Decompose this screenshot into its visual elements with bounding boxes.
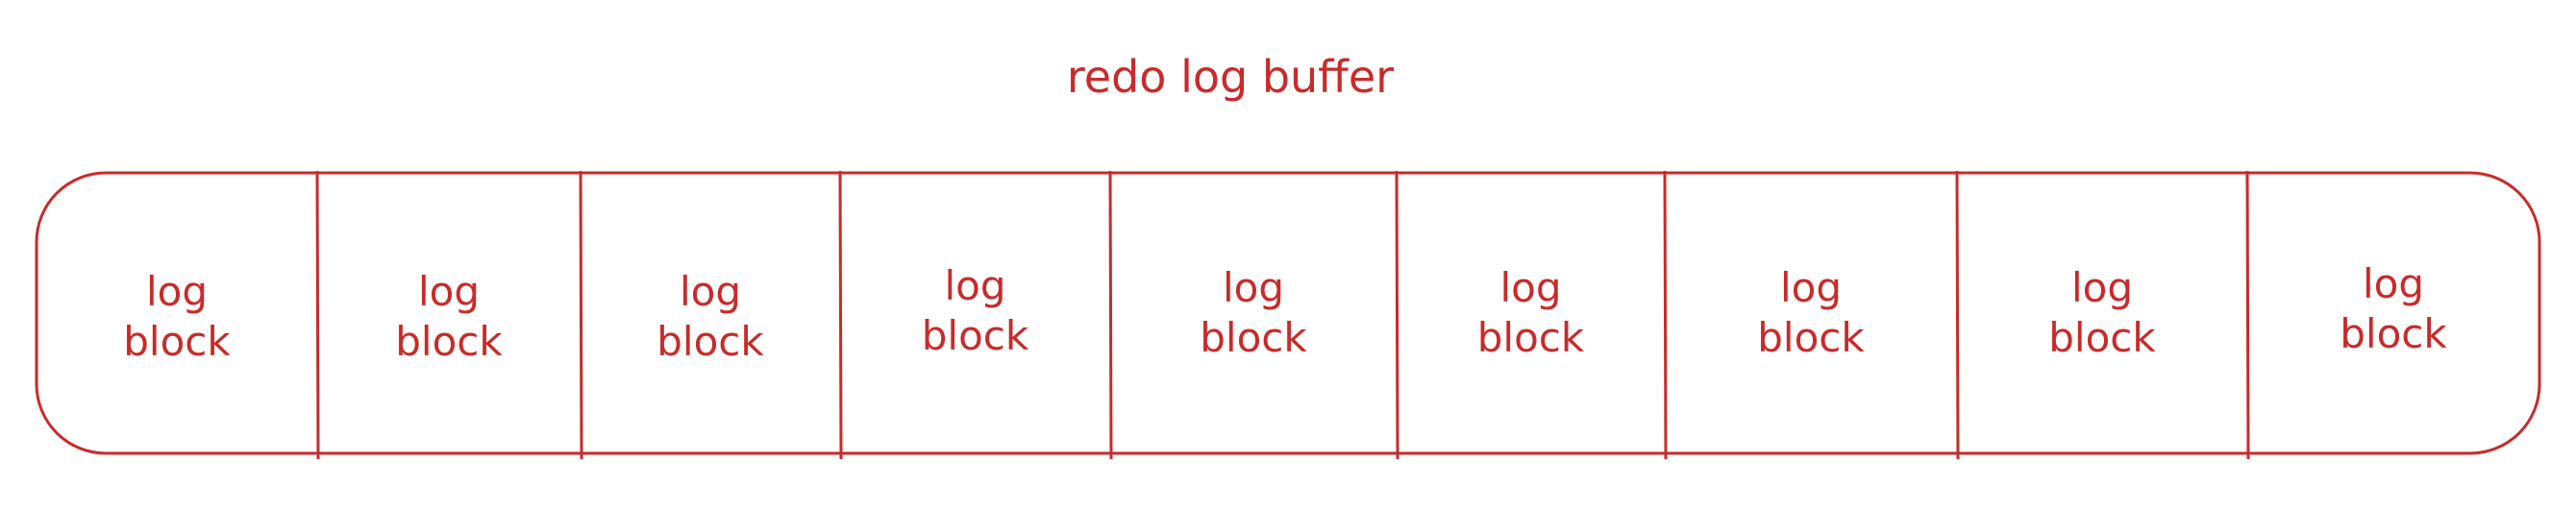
log-block-label-line1: log bbox=[2071, 264, 2133, 311]
log-block-label-line2: block bbox=[2340, 310, 2447, 357]
block-labels: logblocklogblocklogblocklogblocklogblock… bbox=[123, 260, 2447, 365]
log-block-label-line2: block bbox=[2048, 314, 2156, 361]
block-divider-8 bbox=[2245, 170, 2250, 460]
diagram-title: redo log buffer bbox=[1067, 51, 1394, 103]
log-block-label-line1: log bbox=[1499, 264, 1561, 311]
block-divider-1 bbox=[315, 170, 320, 460]
log-block-label-line2: block bbox=[395, 318, 503, 365]
block-divider-5 bbox=[1395, 170, 1399, 460]
log-block-label-line1: log bbox=[680, 268, 741, 315]
block-divider-3 bbox=[838, 170, 843, 460]
log-block-label-line1: log bbox=[1780, 264, 1842, 311]
log-block-label-line1: log bbox=[1223, 264, 1284, 311]
log-block-label-line1: log bbox=[2363, 260, 2424, 307]
log-block-label-line2: block bbox=[656, 318, 764, 365]
block-divider-7 bbox=[1955, 170, 1960, 460]
buffer-outline bbox=[35, 171, 2541, 455]
log-block-label-line2: block bbox=[1757, 314, 1865, 361]
log-block-label-line2: block bbox=[922, 312, 1029, 359]
block-dividers bbox=[315, 170, 2250, 460]
log-block-label-line1: log bbox=[418, 268, 480, 315]
block-divider-4 bbox=[1108, 170, 1113, 460]
log-block-label-line2: block bbox=[1200, 314, 1307, 361]
block-divider-2 bbox=[579, 170, 583, 460]
log-block-label-line1: log bbox=[146, 268, 208, 315]
log-block-label-line2: block bbox=[1477, 314, 1585, 361]
log-block-label-line1: log bbox=[944, 262, 1005, 309]
log-block-label-line2: block bbox=[123, 318, 231, 365]
block-divider-6 bbox=[1663, 170, 1668, 460]
